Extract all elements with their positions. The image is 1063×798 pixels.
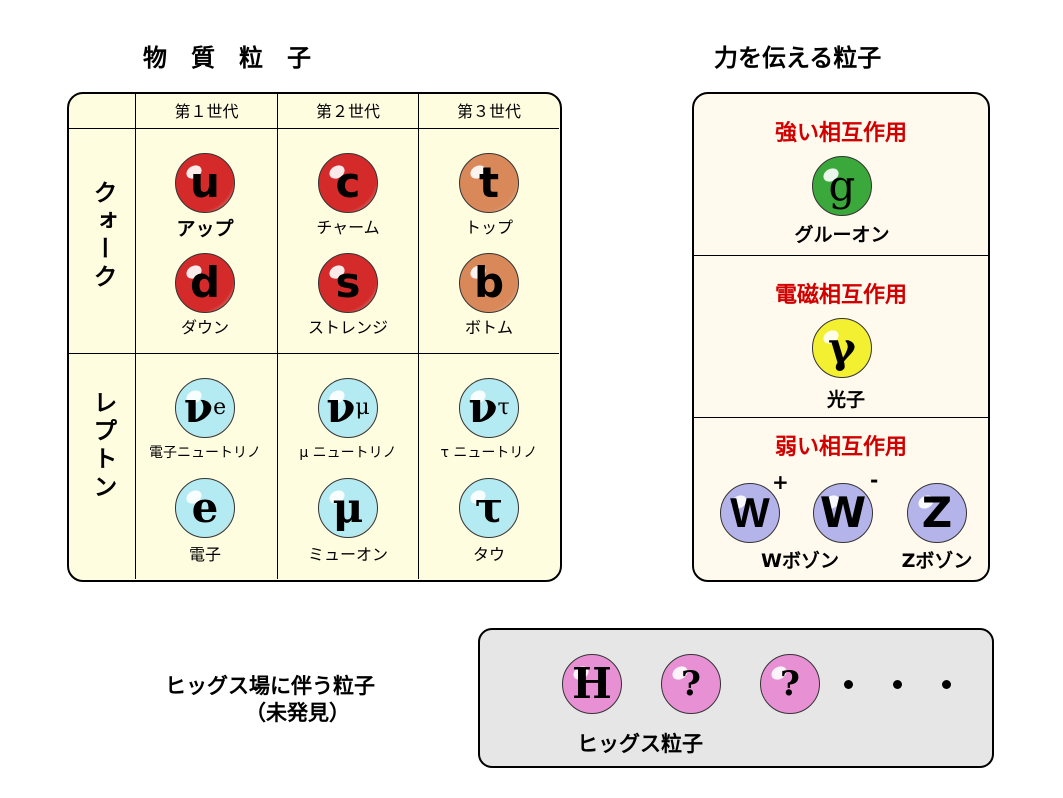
photon-label: 光子 <box>826 389 866 411</box>
particle-e: e <box>175 478 235 538</box>
particle-name: アップ <box>176 218 234 240</box>
particle-name: チャーム <box>316 218 380 237</box>
particle-symbol: ν <box>468 383 498 432</box>
higgs-box <box>478 628 994 768</box>
particle-u: u <box>175 153 235 213</box>
particle-subscript: μ <box>355 395 370 420</box>
particle-subscript: e <box>213 395 227 420</box>
header-gen3: 第３世代 <box>456 102 521 121</box>
photon-particle: γ <box>812 318 872 378</box>
particle-d: d <box>175 253 235 313</box>
z-boson-label: Zボゾン <box>901 550 973 572</box>
particle-symbol: s <box>335 258 361 307</box>
header-gen1: 第１世代 <box>174 102 239 121</box>
ellipsis-dot <box>844 680 853 689</box>
divider <box>68 128 559 129</box>
matter-particles-title: 物 質 粒 子 <box>143 44 311 72</box>
particle-symbol: ν <box>183 383 214 432</box>
particle-s: s <box>318 253 378 313</box>
particle-symbol: τ <box>474 483 504 532</box>
w-boson-label: Wボゾン <box>761 550 839 572</box>
unknown-particle: ? <box>661 654 721 714</box>
divider <box>135 93 136 579</box>
particle-name: ストレンジ <box>307 318 389 337</box>
z-particle: Z <box>907 483 967 543</box>
particle-name: τ ニュートリノ <box>440 445 538 461</box>
higgs-particle: H <box>562 654 622 714</box>
particle-symbol: d <box>189 258 221 307</box>
particle-symbol: ν <box>326 383 356 432</box>
particle-name: 電子 <box>188 545 222 564</box>
row-label-quarks: クォーク <box>89 180 117 292</box>
divider <box>693 255 988 256</box>
particle-name: ボトム <box>464 318 514 337</box>
particle-name: トップ <box>464 218 514 237</box>
higgs-field-label: ヒッグス場に伴う粒子 <box>165 674 375 698</box>
unknown-particle: ? <box>760 654 820 714</box>
particle-τ: τ <box>459 478 519 538</box>
strong-interaction-title: 強い相互作用 <box>774 121 907 146</box>
ellipsis-dot <box>942 680 951 689</box>
row-label-leptons: レプトン <box>89 390 117 502</box>
w-plus-particle: W <box>720 483 780 543</box>
ellipsis-dot <box>893 680 902 689</box>
particle-symbol: b <box>473 258 505 307</box>
minus-charge: - <box>870 468 879 492</box>
particle-symbol: t <box>478 158 500 207</box>
plus-charge: + <box>772 470 789 494</box>
divider <box>68 353 559 354</box>
force-carriers-title: 力を伝える粒子 <box>714 44 882 72</box>
particle-symbol: μ <box>332 483 364 532</box>
header-gen2: 第２世代 <box>315 102 380 121</box>
particle-name: 電子ニュートリノ <box>149 445 261 461</box>
particle-subscript: τ <box>497 395 510 420</box>
particle-c: c <box>318 153 378 213</box>
undiscovered-label: （未発見） <box>245 701 350 725</box>
particle-symbol: e <box>191 483 219 532</box>
weak-interaction-title: 弱い相互作用 <box>774 435 907 460</box>
em-interaction-title: 電磁相互作用 <box>774 283 907 308</box>
divider <box>277 93 278 579</box>
gluon-label: グルーオン <box>794 224 890 246</box>
particle-symbol: c <box>335 158 361 207</box>
particle-name: ミューオン <box>307 545 389 564</box>
divider <box>418 93 419 579</box>
particle-name: ダウン <box>180 318 230 337</box>
divider <box>693 417 988 418</box>
w-minus-particle: W <box>813 483 873 543</box>
particle-name: タウ <box>472 545 506 564</box>
particle-t: t <box>459 153 519 213</box>
particle-symbol: u <box>190 158 220 207</box>
higgs-particle-label: ヒッグス粒子 <box>577 732 703 756</box>
gluon-particle: g <box>812 156 872 216</box>
particle-b: b <box>459 253 519 313</box>
particle-name: μ ニュートリノ <box>299 445 397 461</box>
particle-μ: μ <box>318 478 378 538</box>
